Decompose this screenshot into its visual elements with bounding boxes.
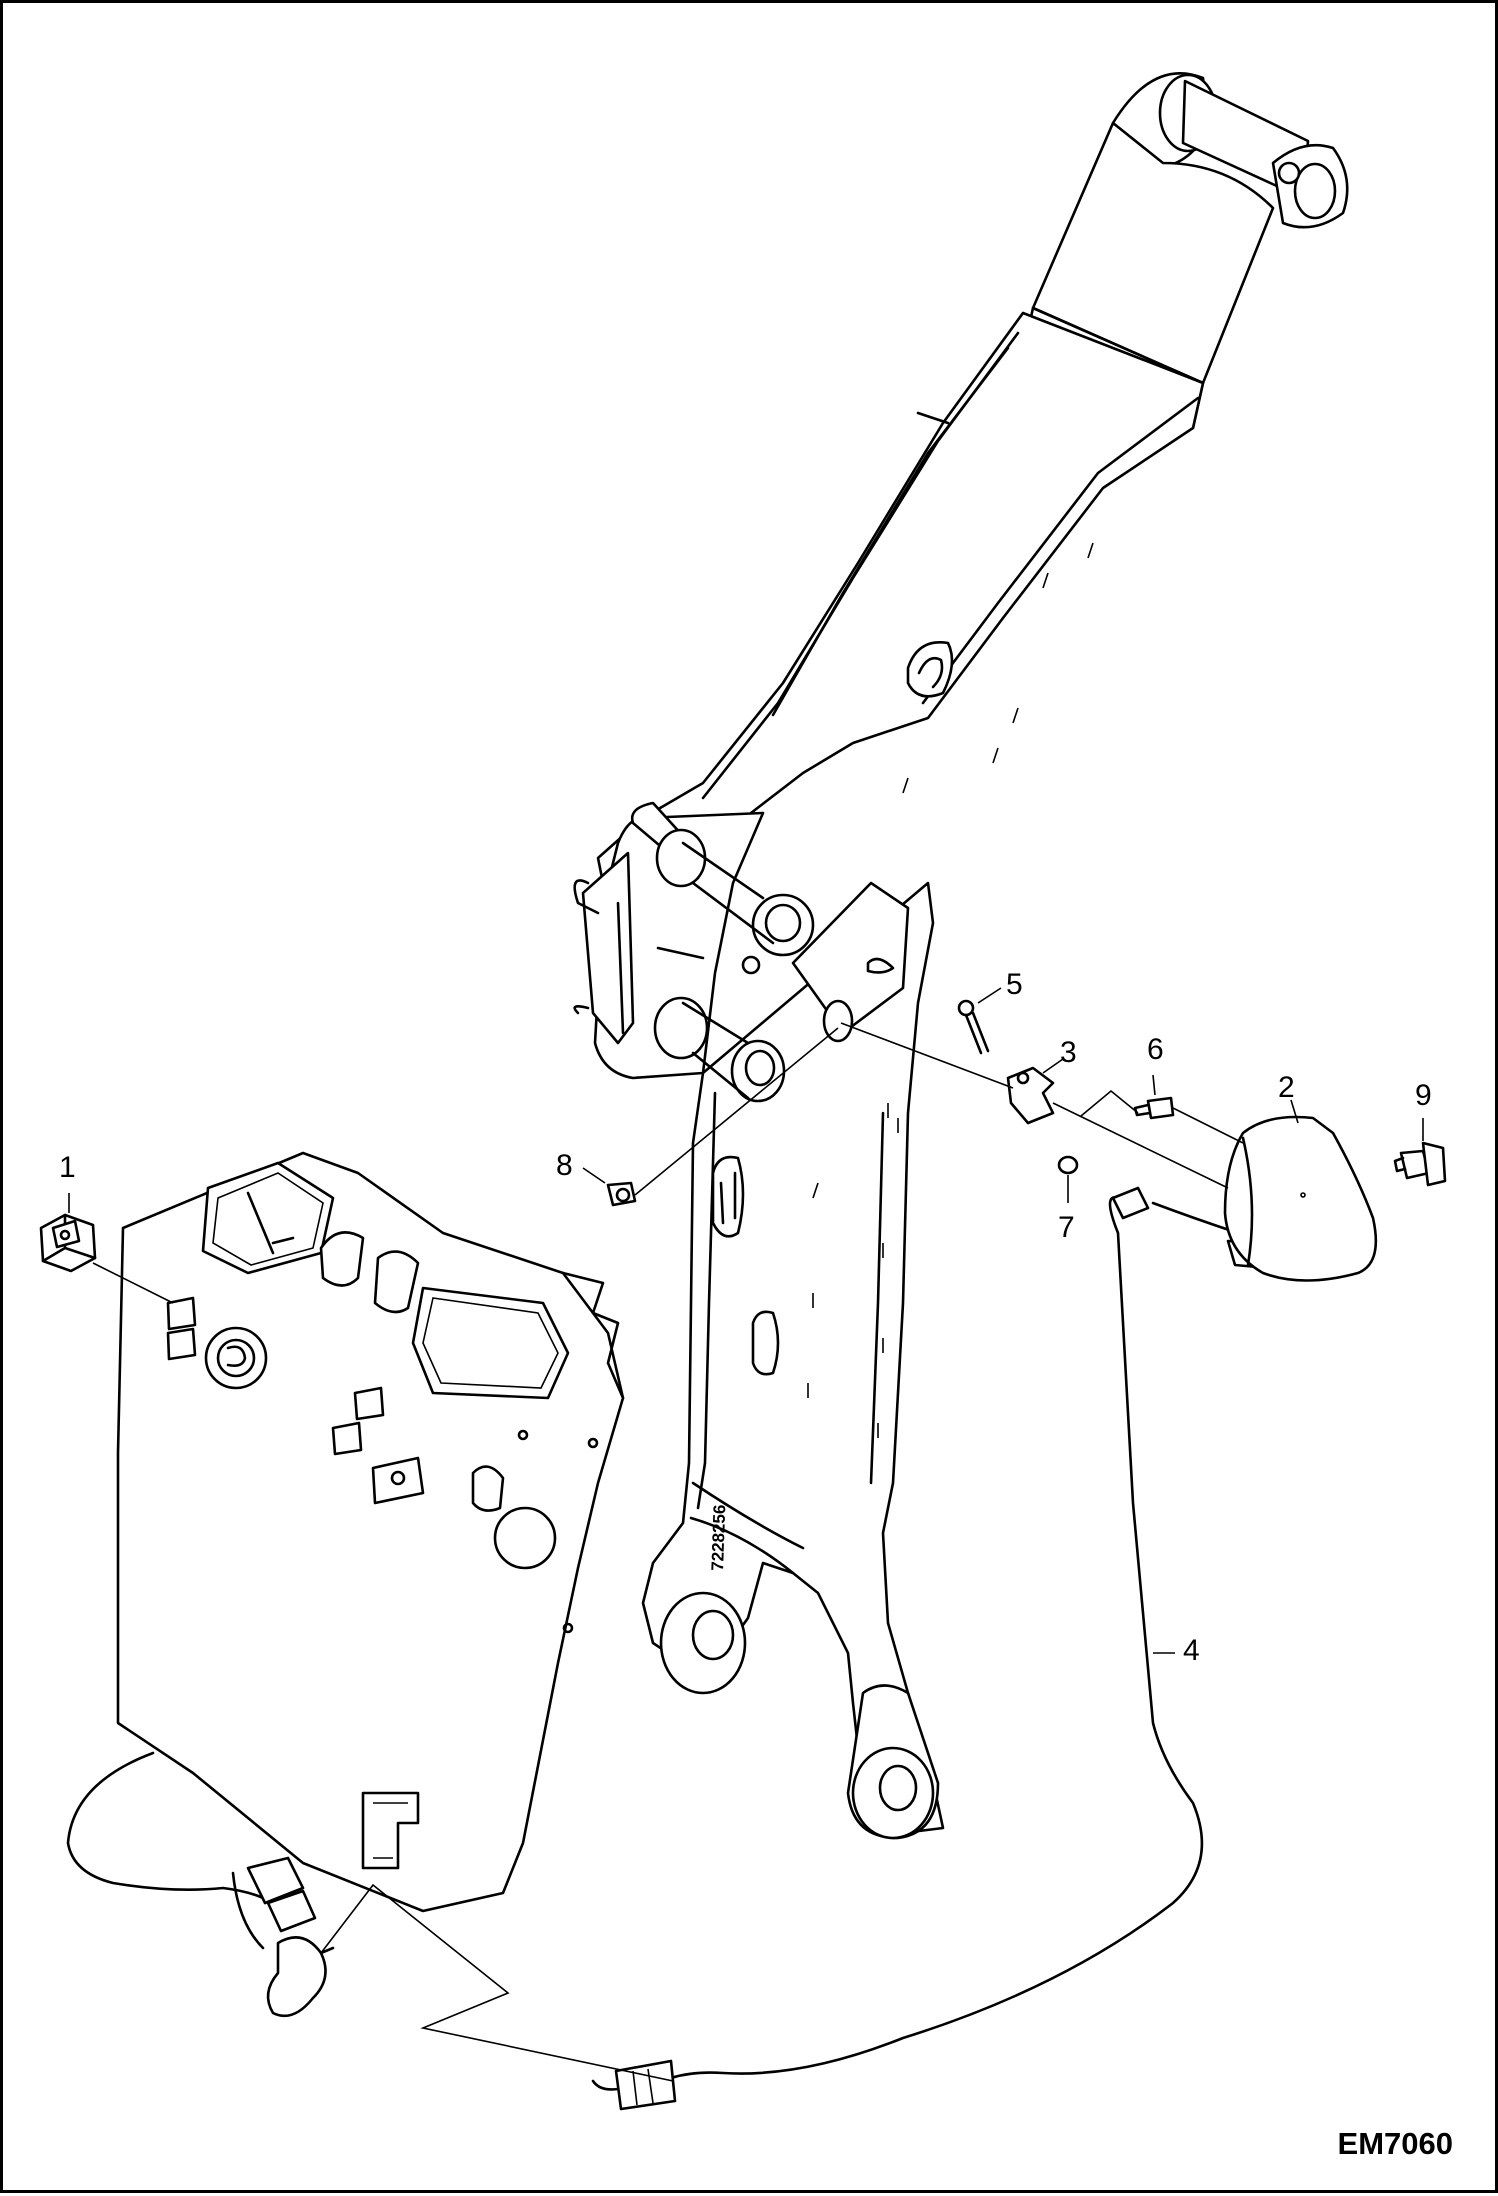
washer-7 (1057, 1155, 1079, 1175)
work-light (1223, 1115, 1378, 1282)
callout-3: 3 (1060, 1036, 1077, 1069)
light-bracket (1006, 1066, 1055, 1125)
bolt-5 (957, 999, 990, 1055)
boom-stamp-text: 7228256 (708, 1504, 729, 1571)
callout-4: 4 (1183, 1634, 1200, 1667)
callout-1: 1 (59, 1151, 76, 1184)
callout-8: 8 (556, 1149, 573, 1182)
boom-arm: 7228256 (593, 72, 1349, 1840)
hinge-assembly (573, 801, 910, 1103)
diagram-code: EM7060 (1337, 2126, 1453, 2161)
switch-1 (39, 1213, 97, 1273)
callout-6: 6 (1147, 1033, 1164, 1066)
screw-6 (1133, 1096, 1175, 1120)
nut-8 (606, 1181, 637, 1207)
connector-9 (1393, 1141, 1447, 1187)
callout-2: 2 (1278, 1071, 1295, 1104)
control-panel (116, 1151, 625, 1913)
parts-drawing: 7228256 (39, 72, 1447, 2111)
callout-7: 7 (1058, 1211, 1075, 1244)
callout-5: 5 (1006, 968, 1023, 1001)
leader-lines (68, 987, 1424, 2082)
callout-9: 9 (1415, 1079, 1432, 1112)
